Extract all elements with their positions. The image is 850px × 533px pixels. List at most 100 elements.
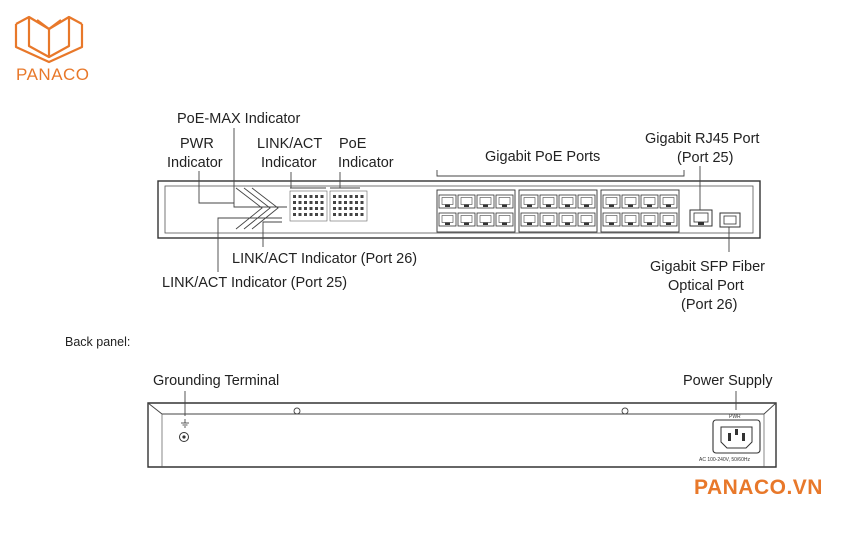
led-indicator [333,195,336,198]
led-indicator [349,213,353,216]
label-poe-max: PoE-MAX Indicator [177,111,300,127]
led-indicator [304,201,307,204]
rj45-poe-port-icon [539,212,558,227]
led-indicator [309,207,313,210]
led-indicator [349,195,353,198]
led-indicator [338,213,342,216]
led-indicator [320,201,324,204]
back-panel: PWR AC 100-240V, 50/60Hz [147,402,777,468]
led-indicator [338,201,342,204]
rj45-poe-port-icon [539,194,558,209]
led-indicator [304,207,307,210]
led-indicator [309,201,313,204]
label-grounding-terminal: Grounding Terminal [153,373,279,389]
front-panel [157,180,761,239]
led-indicator [309,195,313,198]
label-rj45-line1: Gigabit RJ45 Port [645,131,759,147]
led-indicator [344,213,347,216]
led-indicator [293,201,296,204]
rj45-poe-port-icon [659,194,678,209]
led-indicator [360,213,364,216]
led-indicator [355,195,358,198]
rj45-poe-port-icon [476,194,495,209]
back-chassis-outer [147,402,777,468]
power-rating: AC 100-240V, 50/60Hz [699,457,750,463]
screw-icon [621,407,629,415]
label-sfp-line1: Gigabit SFP Fiber [650,259,765,275]
ground-symbol-icon [181,419,189,428]
led-indicator [333,213,336,216]
back-panel-heading: Back panel: [65,335,130,349]
label-link-act-line2: Indicator [261,155,317,171]
rj45-poe-port-icon [457,194,476,209]
led-indicator [355,213,358,216]
sfp-port-26 [719,212,741,228]
led-indicator [360,201,364,204]
rj45-poe-port-icon [640,212,659,227]
rj45-poe-port-icon [659,212,678,227]
label-poe-line2: Indicator [338,155,394,171]
led-indicator [344,195,347,198]
chevron-decoration [235,187,279,230]
poe-led-grid [329,190,368,222]
led-indicator [344,201,347,204]
back-chassis-bevel [147,402,777,415]
rj45-poe-port-icon [495,212,514,227]
led-indicator [293,207,296,210]
label-pwr-line1: PWR [180,136,214,152]
rj45-poe-port-icon [520,212,539,227]
rj45-poe-port-icon [621,194,640,209]
label-link-act-line1: LINK/ACT [257,136,322,152]
led-indicator [298,195,302,198]
led-indicator [293,213,296,216]
led-indicator [315,213,318,216]
led-indicator [293,195,296,198]
rj45-poe-port-icon [621,212,640,227]
website-text: PANACO.VN [694,476,823,499]
led-indicator [320,207,324,210]
back-leader-lines [184,391,737,416]
led-indicator [360,207,364,210]
rj45-poe-port-icon [558,194,577,209]
rj45-poe-port-icon [640,194,659,209]
logo-text: PANACO [16,65,90,84]
grounding-terminal [179,432,189,442]
screw-icon [293,407,301,415]
led-indicator [355,207,358,210]
label-power-supply: Power Supply [683,373,773,389]
power-socket-icon [712,419,761,454]
label-gigabit-poe-ports: Gigabit PoE Ports [485,149,600,165]
label-link-act-port26: LINK/ACT Indicator (Port 26) [232,251,417,267]
rj45-poe-port-icon [438,212,457,227]
rj45-poe-port-icon [438,194,457,209]
led-indicator [349,207,353,210]
led-indicator [304,195,307,198]
label-link-act-port25: LINK/ACT Indicator (Port 25) [162,275,347,291]
rj45-poe-port-icon [495,194,514,209]
led-indicator [320,213,324,216]
led-indicator [338,207,342,210]
rj45-poe-port-icon [558,212,577,227]
link-act-led-grid [289,190,328,222]
led-indicator [333,201,336,204]
rj45-poe-port-icon [602,212,621,227]
book-logo-icon [14,15,84,64]
panaco-logo: PANACO [14,15,90,84]
rj45-poe-port-icon [476,212,495,227]
gigabit-poe-ports [436,189,680,233]
rj45-poe-port-icon [457,212,476,227]
led-indicator [338,195,342,198]
rj45-poe-port-icon [520,194,539,209]
led-indicator [333,207,336,210]
led-indicator [315,201,318,204]
led-indicator [344,207,347,210]
led-indicator [315,195,318,198]
label-rj45-line2: (Port 25) [677,150,733,166]
label-pwr-line2: Indicator [167,155,223,171]
front-chassis-inner [164,185,754,234]
led-indicator [309,213,313,216]
rj45-poe-port-icon [577,194,596,209]
label-poe-line1: PoE [339,136,367,152]
label-sfp-line3: (Port 26) [681,297,737,313]
